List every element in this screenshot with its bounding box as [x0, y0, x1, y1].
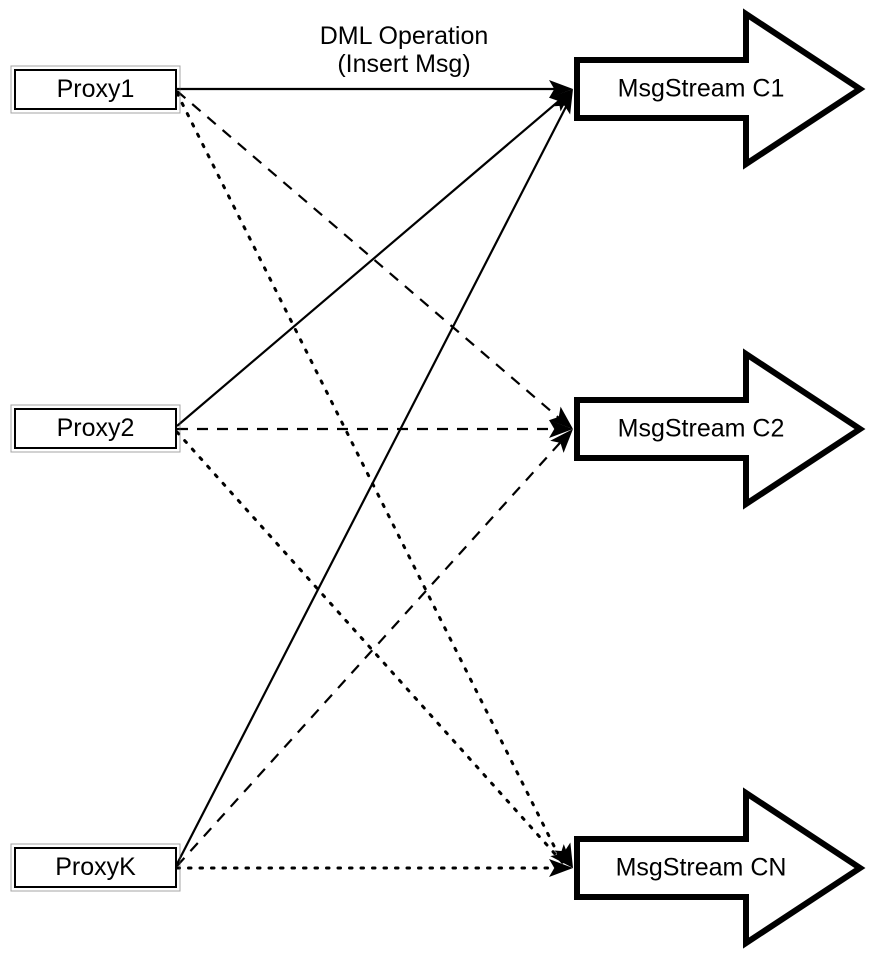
msgstream-node-msgstream-c2[interactable]: MsgStream C2 [574, 348, 866, 510]
arrowhead-icon [550, 844, 573, 868]
msgstream-node-msgstream-cn[interactable]: MsgStream CN [574, 787, 866, 949]
arrowhead-icon [549, 420, 573, 438]
msgstream-node-msgstream-c1[interactable]: MsgStream C1 [574, 8, 866, 170]
proxy-label: ProxyK [55, 853, 136, 881]
block-arrow-shape[interactable] [574, 8, 866, 170]
proxy-box[interactable] [14, 408, 177, 449]
arrowheads-layer [548, 80, 573, 877]
proxy-box-outline [10, 404, 181, 453]
edge-proxyk-to-stream_c1 [176, 96, 572, 865]
proxy-box-outline [10, 843, 181, 892]
arrowhead-icon [549, 859, 573, 877]
arrowhead-icon [549, 80, 573, 98]
edge-proxy1-to-stream_cn [175, 91, 565, 866]
proxy-box[interactable] [14, 69, 177, 110]
msgstream-label: MsgStream CN [616, 854, 787, 882]
proxy-node-proxyk[interactable]: ProxyK [10, 843, 181, 892]
msgstream-label: MsgStream C2 [618, 415, 785, 443]
annotation-line-1: DML Operation [320, 22, 489, 50]
proxy-label: Proxy2 [57, 414, 135, 442]
proxy-node-proxy2[interactable]: Proxy2 [10, 404, 181, 453]
msgstream-label: MsgStream C1 [618, 75, 785, 103]
block-arrow-shape[interactable] [574, 787, 866, 949]
arrowhead-icon [550, 429, 573, 453]
edges-layer [175, 87, 572, 870]
proxy-label: Proxy1 [57, 75, 135, 103]
arrowhead-icon [548, 406, 573, 429]
edge-annotation-group: DML Operation (Insert Msg) [320, 22, 489, 78]
edge-proxyk-to-stream_c2 [176, 433, 569, 867]
edge-proxy2-to-stream_cn [175, 430, 566, 866]
block-arrow-shape[interactable] [574, 348, 866, 510]
arrowhead-icon [554, 89, 573, 115]
edge-proxy2-to-stream_c1 [176, 93, 568, 427]
annotation-line-2: (Insert Msg) [337, 50, 470, 78]
edge-proxy1-to-stream_c2 [176, 90, 567, 425]
proxy-node-proxy1[interactable]: Proxy1 [10, 65, 181, 114]
streams-layer: MsgStream C1 MsgStream C2 MsgStream CN [574, 8, 866, 949]
proxy-box[interactable] [14, 847, 177, 888]
proxy-box-outline [10, 65, 181, 114]
